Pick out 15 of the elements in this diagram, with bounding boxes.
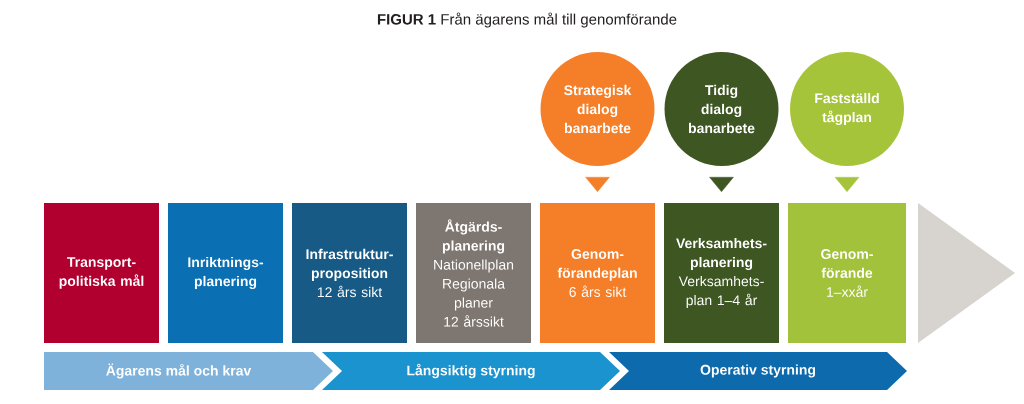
figure-title: FIGUR 1 Från ägarens mål till genomförande (377, 12, 677, 28)
process-box: Transport- politiska mål (44, 203, 159, 343)
process-box: Genom- förande 1–xxår (788, 203, 906, 343)
pointer-triangle (585, 177, 610, 192)
phase-band: Ägarens mål och krav (44, 352, 333, 390)
arrowhead-shape (918, 203, 1015, 343)
process-box: Åtgärds- planering Nationellplan Regionala planer 12 årssikt (416, 203, 531, 343)
process-box: Verksamhets- planering Verksamhets- plan 1–4 år (664, 203, 779, 343)
process-box: Infrastruktur- proposition 12 års sikt (292, 203, 407, 343)
pointer-triangle (709, 177, 734, 192)
pointer-triangle (834, 177, 860, 192)
process-box: Genom- förandeplan 6 års sikt (540, 203, 655, 343)
phase-band: Långsiktig styrning (322, 352, 620, 390)
process-box: Inriktnings- planering (168, 203, 283, 343)
phase-band: Operativ styrning (609, 352, 907, 390)
